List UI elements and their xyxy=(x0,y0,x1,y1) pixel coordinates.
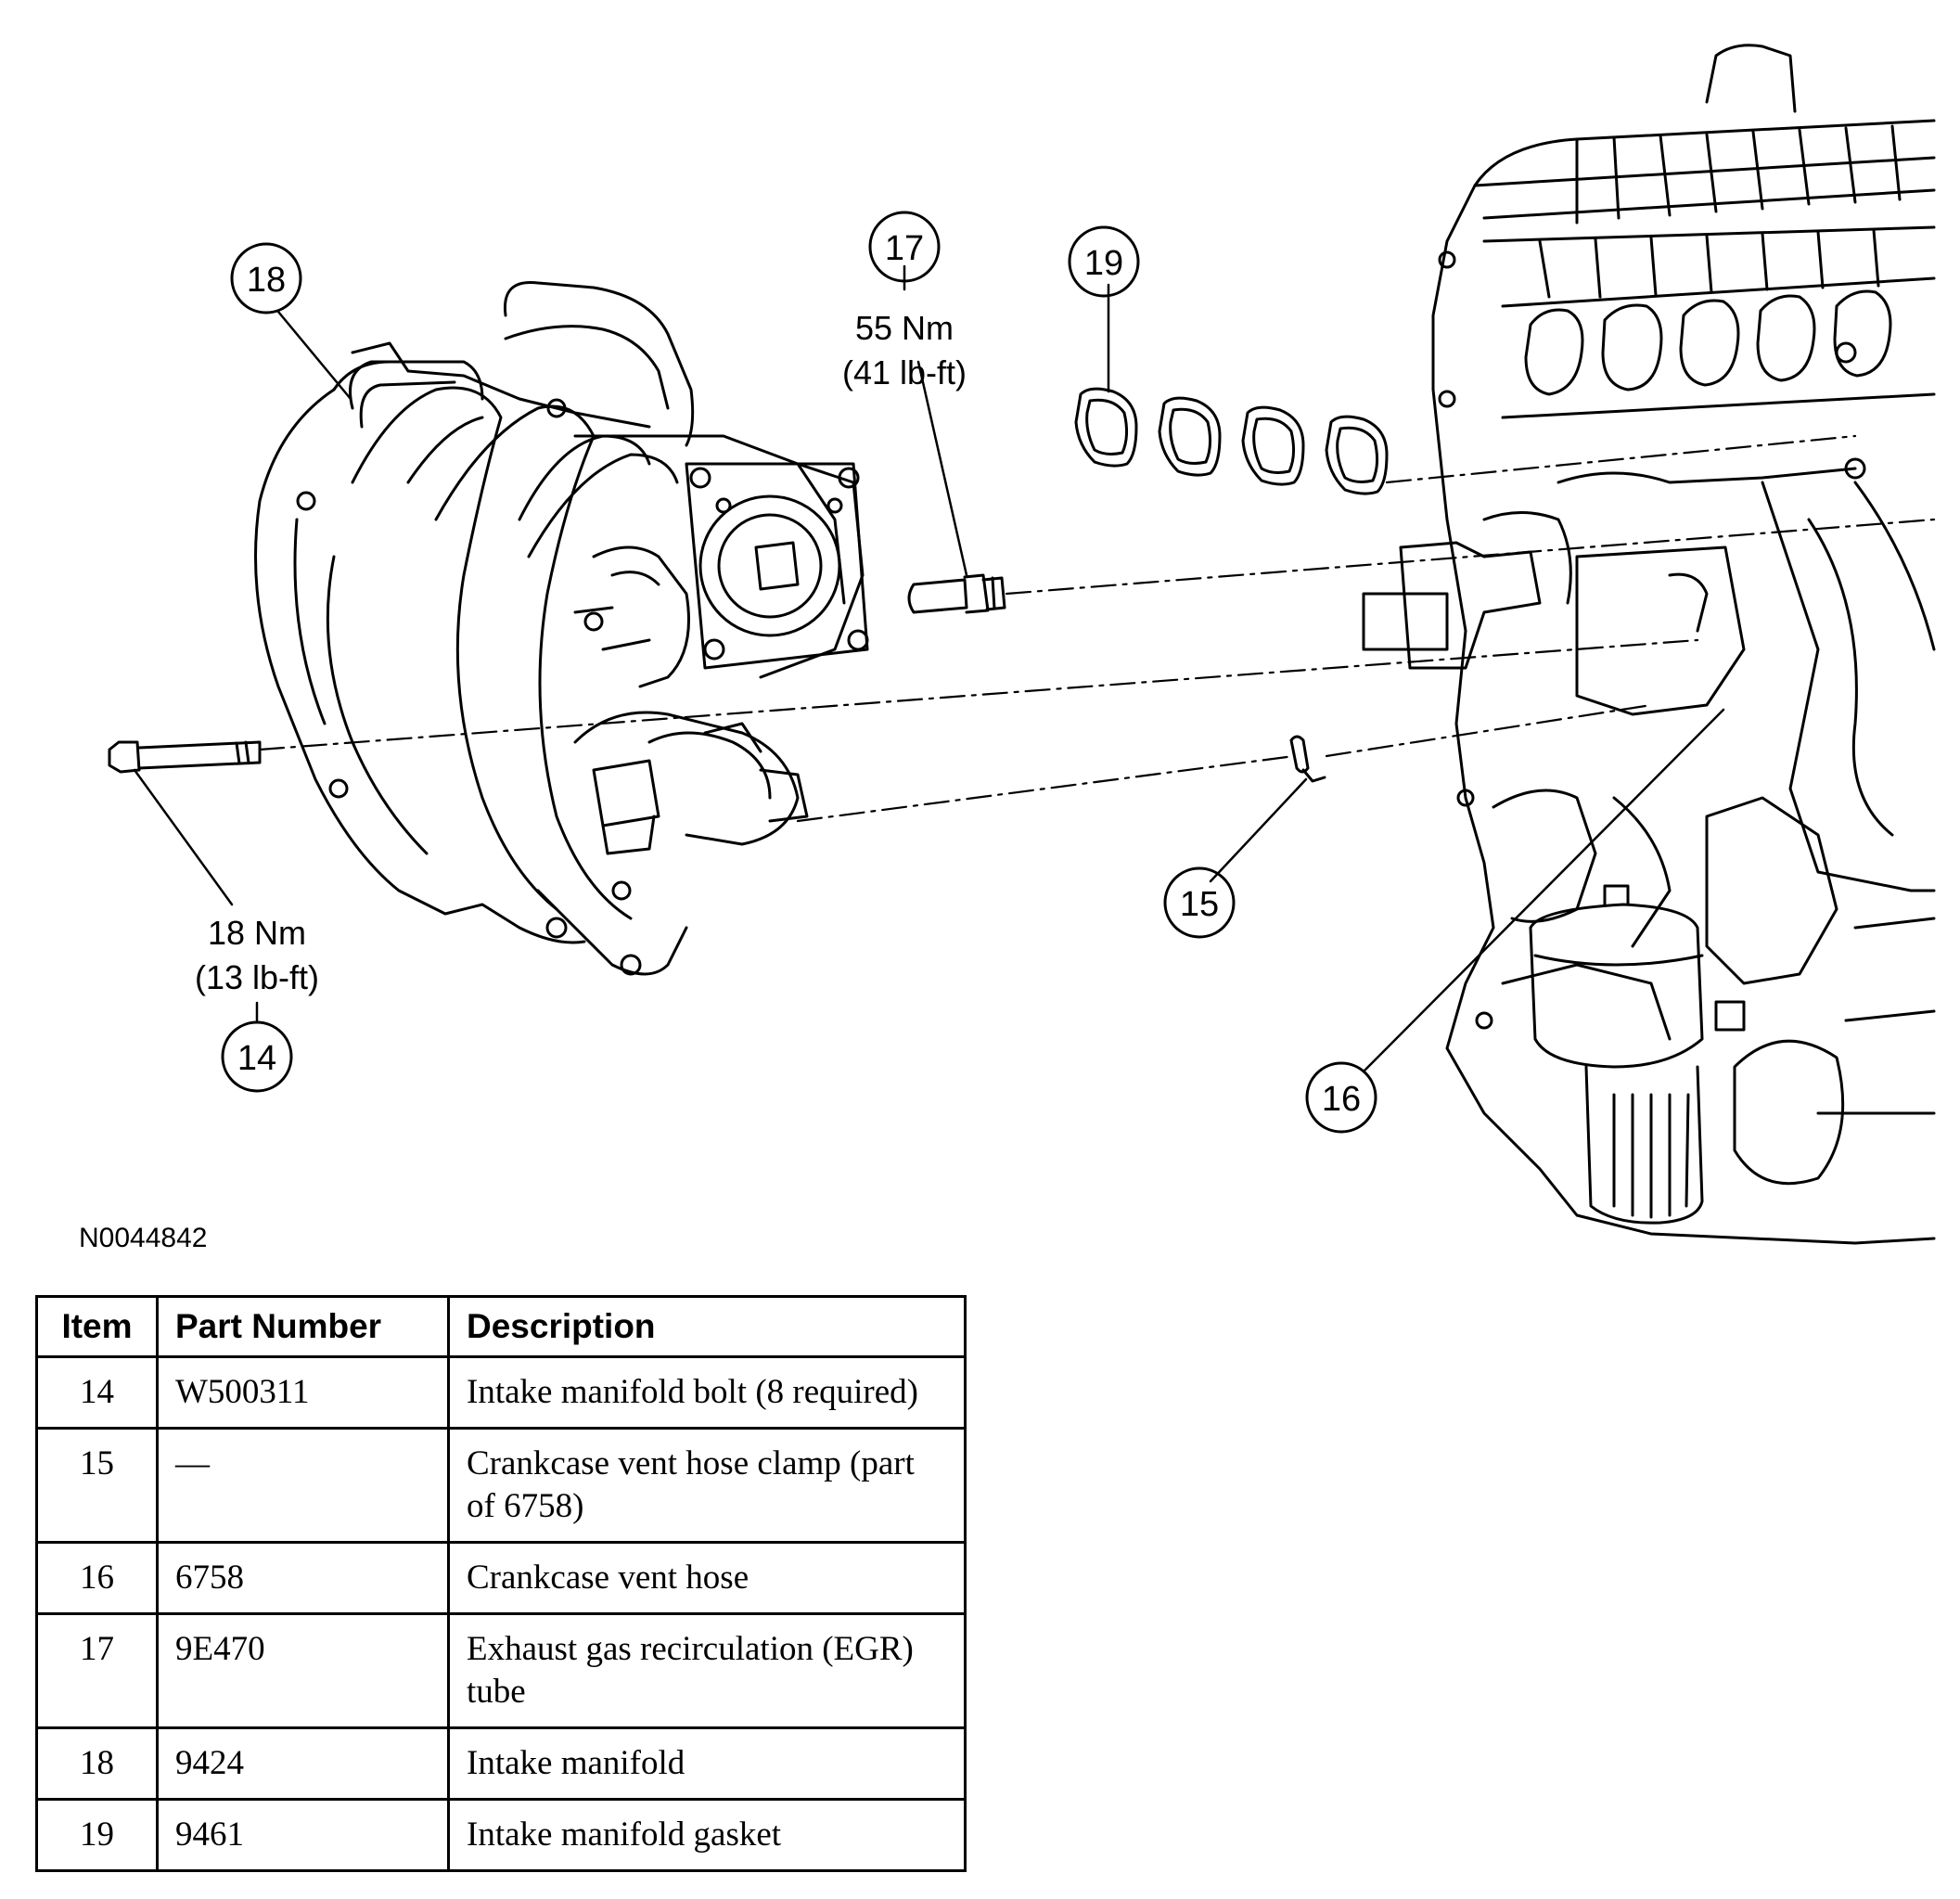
table-row: 19 9461 Intake manifold gasket xyxy=(35,1798,967,1872)
crankcase-vent-hose-clamp xyxy=(1289,735,1326,783)
parts-table: Item Part Number Description 14 W500311 … xyxy=(35,1295,967,1872)
cell-item: 15 xyxy=(35,1427,159,1544)
torque-14-lbft: (13 lb-ft) xyxy=(195,958,319,996)
table-header-row: Item Part Number Description xyxy=(35,1295,967,1358)
callout-18: 18 xyxy=(230,242,302,314)
callout-16: 16 xyxy=(1305,1061,1377,1134)
table-row: 14 W500311 Intake manifold bolt (8 requi… xyxy=(35,1355,967,1430)
cell-description: Intake manifold xyxy=(447,1726,967,1801)
callout-14-number: 14 xyxy=(237,1039,276,1078)
engine-block xyxy=(1362,44,1936,1245)
cell-description: Crankcase vent hose clamp (part of 6758) xyxy=(447,1427,967,1544)
cell-description: Crankcase vent hose xyxy=(447,1541,967,1615)
header-description: Description xyxy=(447,1295,967,1358)
cell-part-number: 9424 xyxy=(156,1726,450,1801)
callout-14: 14 xyxy=(221,1020,293,1093)
intake-manifold-bolt xyxy=(108,740,262,774)
torque-17-lbft: (41 lb-ft) xyxy=(842,353,967,391)
torque-17-nm: 55 Nm xyxy=(855,309,954,347)
cell-part-number: 9461 xyxy=(156,1798,450,1872)
callout-17: 17 xyxy=(868,211,941,283)
cell-part-number: 6758 xyxy=(156,1541,450,1615)
egr-tube xyxy=(907,573,1006,614)
cell-item: 18 xyxy=(35,1726,159,1801)
table-row: 15 — Crankcase vent hose clamp (part of … xyxy=(35,1427,967,1544)
intake-manifold-assembly xyxy=(254,280,869,976)
callout-15-number: 15 xyxy=(1180,885,1219,924)
callout-19: 19 xyxy=(1068,225,1140,298)
intake-manifold-gaskets xyxy=(1074,387,1389,495)
cell-item: 16 xyxy=(35,1541,159,1615)
cell-item: 17 xyxy=(35,1612,159,1729)
torque-14-nm: 18 Nm xyxy=(208,914,306,952)
header-item: Item xyxy=(35,1295,159,1358)
callout-16-number: 16 xyxy=(1322,1080,1361,1119)
figure-id-label: N0044842 xyxy=(79,1223,208,1253)
cell-item: 14 xyxy=(35,1355,159,1430)
callout-18-number: 18 xyxy=(247,261,286,300)
cell-part-number: 9E470 xyxy=(156,1612,450,1729)
cell-part-number: — xyxy=(156,1427,450,1544)
alignment-lines xyxy=(258,434,1936,823)
callout-15: 15 xyxy=(1163,866,1236,939)
table-row: 18 9424 Intake manifold xyxy=(35,1726,967,1801)
leader-lines xyxy=(133,264,1725,1073)
exploded-view-illustration: 18 17 19 15 16 14 55 Nm (41 lb-ft) 18 Nm… xyxy=(108,44,1936,1245)
table-row: 16 6758 Crankcase vent hose xyxy=(35,1541,967,1615)
cell-description: Exhaust gas recirculation (EGR) tube xyxy=(447,1612,967,1729)
cell-description: Intake manifold gasket xyxy=(447,1798,967,1872)
callout-17-number: 17 xyxy=(885,229,924,268)
cell-item: 19 xyxy=(35,1798,159,1872)
cell-description: Intake manifold bolt (8 required) xyxy=(447,1355,967,1430)
cell-part-number: W500311 xyxy=(156,1355,450,1430)
header-part-number: Part Number xyxy=(156,1295,450,1358)
callout-19-number: 19 xyxy=(1084,244,1123,283)
table-row: 17 9E470 Exhaust gas recirculation (EGR)… xyxy=(35,1612,967,1729)
